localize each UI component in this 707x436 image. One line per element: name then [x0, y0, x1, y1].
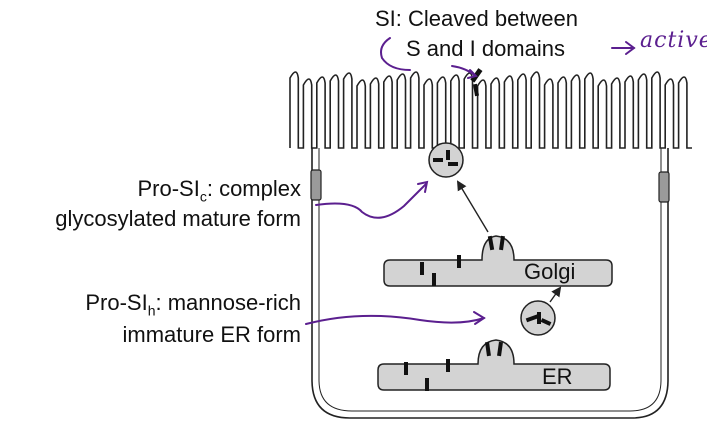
er-organelle	[377, 339, 611, 391]
cell-membrane	[311, 148, 669, 419]
handwritten-active-note: active	[640, 28, 707, 53]
label-pro-si-complex-line2: glycosylated mature form	[55, 206, 301, 231]
golgi-label: Golgi	[524, 259, 576, 284]
vesicle-golgi-to-membrane	[428, 142, 464, 178]
handwritten-annotations	[305, 37, 636, 325]
tight-junction-right	[658, 171, 670, 203]
microvilli-brush-border	[289, 71, 692, 149]
title-line-2: S and I domains	[406, 36, 565, 61]
label-pro-si-mannose-line2: immature ER form	[122, 322, 301, 347]
arrow-golgi-to-vesicle	[456, 180, 489, 233]
vesicle-er-to-golgi	[520, 300, 556, 336]
golgi-organelle	[383, 235, 613, 287]
arrow-er-to-golgi	[549, 286, 562, 303]
cleaved-si-fragment-2	[472, 83, 480, 97]
tight-junction-left	[310, 169, 322, 201]
title-line-1: SI: Cleaved between	[375, 6, 579, 31]
label-pro-si-complex: Pro-SIc: complex	[137, 176, 301, 205]
label-pro-si-mannose: Pro-SIh: mannose-rich	[85, 290, 301, 319]
er-label: ER	[542, 364, 573, 389]
